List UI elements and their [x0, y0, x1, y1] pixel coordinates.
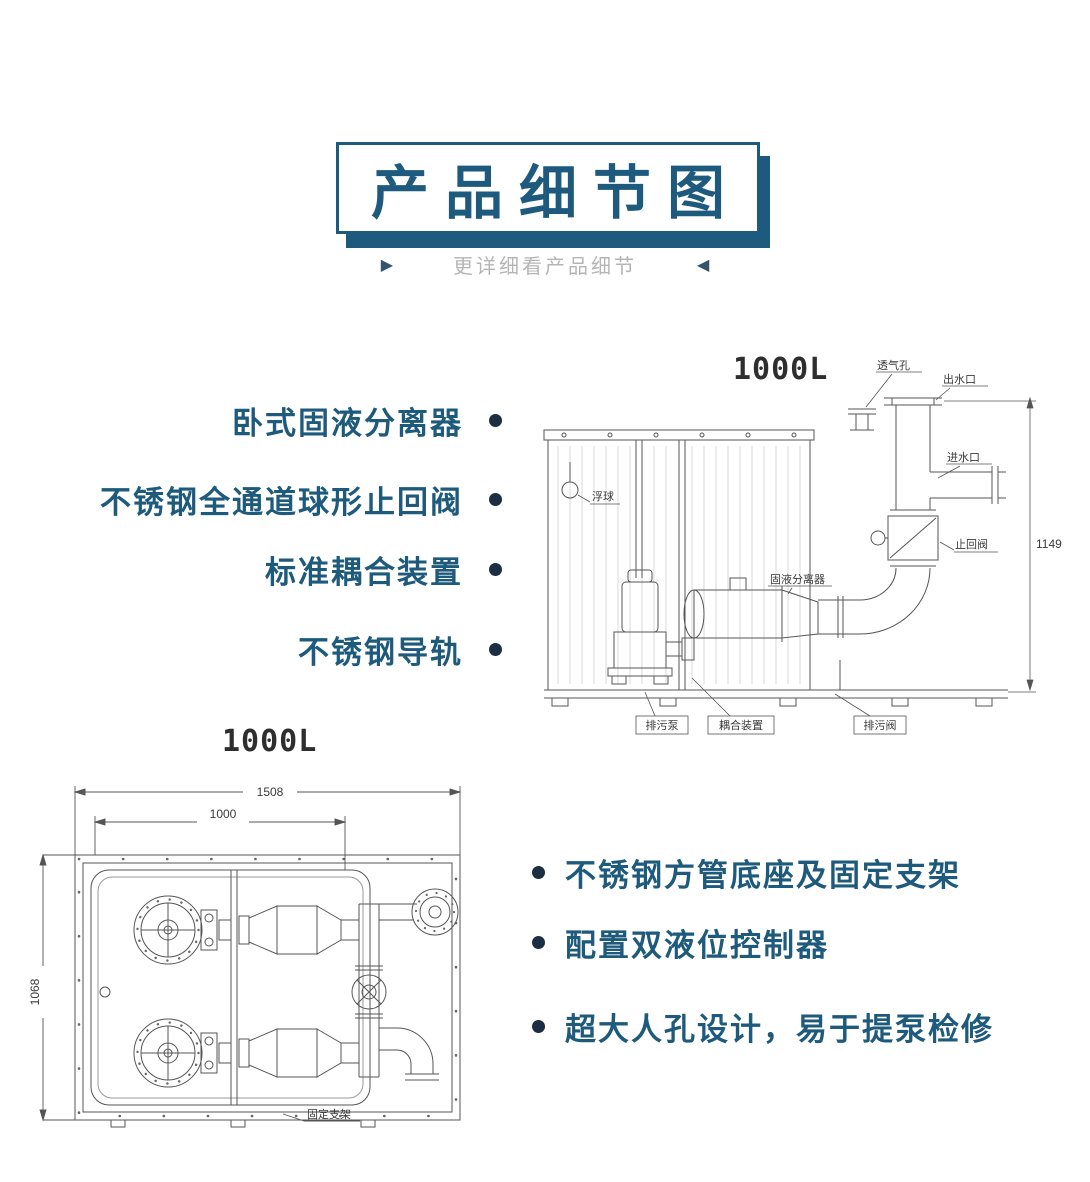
pump-clamp-top	[200, 909, 232, 951]
label-pump: 排污泵	[646, 718, 679, 732]
top-view-diagram: 1508 1000 1068 固定支架	[28, 785, 462, 1128]
tank-corrugation	[557, 446, 801, 684]
dim-height-1149: 1149	[1036, 537, 1062, 551]
dim-inner-width-1000: 1000	[210, 807, 237, 821]
feature-right-manhole: 超大人孔设计，易于提泵检修	[532, 1004, 994, 1049]
feature-label: 超大人孔设计，易于提泵检修	[565, 1012, 994, 1047]
feature-label: 不锈钢导轨	[298, 635, 463, 670]
separator-plan-bottom	[238, 1028, 359, 1078]
side-view-capacity-label: 1000L	[733, 352, 829, 387]
tank-body	[543, 429, 815, 691]
bullet-icon	[532, 866, 545, 879]
bullet-icon	[489, 414, 502, 427]
dim-depth-1068: 1068	[28, 978, 42, 1005]
dimension-lines	[39, 786, 462, 1122]
float-ball-drawing	[561, 462, 579, 499]
outlet-flange-plan	[379, 888, 459, 936]
label-vent: 透气孔	[877, 358, 910, 372]
top-view-capacity-label: 1000L	[222, 724, 318, 759]
subtitle-row: ▶ 更详细看产品细节 ◀	[0, 250, 1090, 279]
discharge-pipe-drawing	[818, 397, 942, 638]
feature-left-guide-rail: 不锈钢导轨	[298, 627, 502, 672]
pump-drawing	[607, 440, 695, 685]
label-check-valve: 止回阀	[955, 537, 988, 551]
label-separator: 固液分离器	[770, 572, 825, 586]
feature-label: 配置双液位控制器	[565, 928, 829, 963]
feature-label: 卧式固液分离器	[232, 406, 463, 441]
header-pipe	[351, 903, 387, 1078]
manhole-bottom	[133, 1018, 203, 1088]
dim-outer-width-1508: 1508	[257, 785, 284, 799]
arrow-right-icon: ▶	[380, 256, 393, 274]
feature-left-check-valve: 不锈钢全通道球形止回阀	[100, 477, 502, 522]
subtitle-text: 更详细看产品细节	[453, 256, 637, 278]
label-bracket: 固定支架	[307, 1107, 351, 1121]
label-drain-valve: 排污阀	[864, 718, 897, 732]
feature-label: 标准耦合装置	[265, 555, 463, 590]
feature-right-level-controller: 配置双液位控制器	[532, 920, 829, 965]
bullet-icon	[532, 1020, 545, 1033]
feature-label: 不锈钢方管底座及固定支架	[565, 858, 961, 893]
pump-clamp-bottom	[200, 1032, 232, 1074]
elbow-plan	[379, 1027, 439, 1081]
feature-label: 不锈钢全通道球形止回阀	[100, 485, 463, 520]
manhole-top	[133, 895, 203, 965]
separator-plan-top	[238, 905, 359, 955]
label-float-ball: 浮球	[592, 489, 614, 503]
inlet-pipe-drawing	[930, 466, 1006, 504]
arrow-left-icon: ◀	[697, 256, 710, 274]
label-inlet: 进水口	[947, 451, 980, 464]
label-outlet: 出水口	[943, 372, 976, 386]
bullet-icon	[532, 936, 545, 949]
feature-left-coupling: 标准耦合装置	[265, 547, 502, 592]
bullet-icon	[489, 493, 502, 506]
feature-left-separator: 卧式固液分离器	[232, 398, 502, 443]
bullet-icon	[489, 563, 502, 576]
base-frame-drawing	[544, 660, 1008, 707]
leader-lines	[577, 371, 1036, 735]
feature-right-base: 不锈钢方管底座及固定支架	[532, 850, 961, 895]
vent-pipe-drawing	[848, 408, 876, 431]
side-view-diagram: 浮球 固液分离器 透气孔 出水口 进水口 止回阀 排污泵 耦合装置 排污阀 11…	[543, 358, 1062, 735]
label-coupling: 耦合装置	[719, 718, 763, 732]
page-title: 产品细节图	[370, 161, 741, 226]
top-frame	[74, 854, 461, 1128]
bullet-icon	[489, 643, 502, 656]
title-box: 产品细节图	[336, 142, 760, 234]
